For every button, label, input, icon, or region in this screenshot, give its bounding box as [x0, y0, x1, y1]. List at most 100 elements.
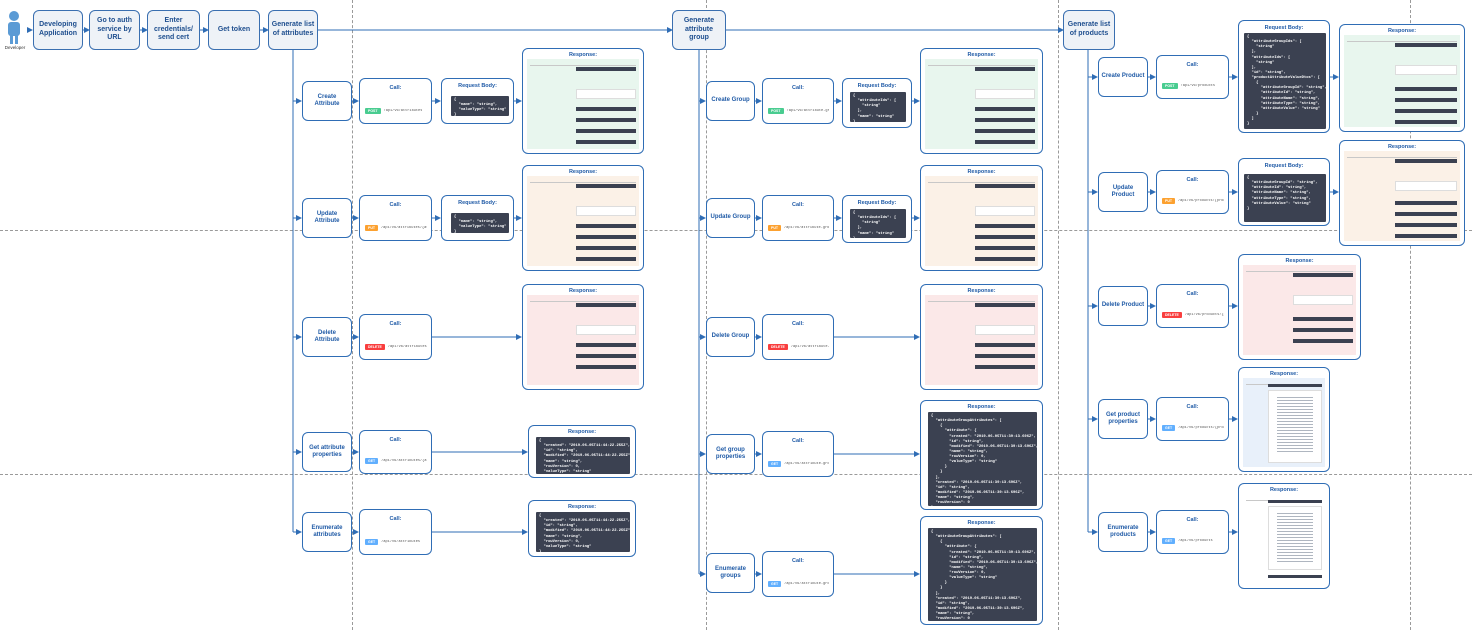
response-title: Response: [967, 52, 996, 58]
call-title: Call: [792, 321, 804, 327]
post-method-badge: POST [768, 107, 784, 114]
delete-group-call: Call: DELETE/api/v6/attribute-groups/{at… [762, 314, 834, 360]
delete-method-badge: DELETE [365, 343, 385, 350]
update-group-response: Response: [920, 165, 1043, 271]
response-example [576, 89, 636, 99]
create-attribute-call: Call: POST/api/v6/attributes [359, 78, 432, 124]
endpoint-path: /api/v6/products/{productId} [1178, 198, 1224, 203]
create-group-call: Call: POST/api/v6/attribute-groups [762, 78, 834, 124]
response-row [1267, 575, 1322, 578]
get-product-properties-step: Get product properties [1098, 399, 1148, 439]
request-body-code: { "name": "string", "valueType": "string… [451, 213, 509, 233]
response-row [576, 365, 636, 369]
create-product-call: Call: POST/api/v6/products [1156, 55, 1229, 99]
create-group-response: Response: [920, 48, 1043, 154]
response-row [576, 67, 636, 71]
get-method-badge: GET [365, 538, 379, 545]
enumerate-groups-response: Response: { "attributeGroupAttributes": … [920, 516, 1043, 625]
response-title: Response: [567, 429, 597, 435]
response-example [1292, 295, 1353, 305]
create-product-step: Create Product [1098, 57, 1148, 97]
endpoint-path: /api/v6/attributes/{attributeId} [381, 225, 427, 230]
enumerate-products-step: Enumerate products [1098, 512, 1148, 552]
create-attribute-response: Response: [522, 48, 644, 154]
response-example [1395, 181, 1457, 191]
call-title: Call: [1186, 291, 1199, 297]
call-title: Call: [389, 516, 402, 522]
response-example [974, 206, 1035, 216]
response-row [974, 140, 1035, 144]
put-method-badge: PUT [1162, 197, 1175, 204]
response-row [576, 235, 636, 239]
response-title: Response: [1269, 487, 1299, 493]
generate-products-step: Generate list of products [1063, 10, 1115, 50]
response-row [1395, 120, 1457, 124]
response-row [1395, 98, 1457, 102]
create-group-step: Create Group [706, 81, 755, 121]
response-table [925, 59, 1038, 149]
response-row [1292, 317, 1353, 321]
response-row [974, 184, 1035, 188]
response-row [974, 343, 1035, 347]
enumerate-groups-call: Call: GET/api/v6/attribute-groups [762, 551, 834, 597]
response-row [1395, 159, 1457, 163]
lane-divider [706, 0, 707, 630]
call-title: Call: [389, 321, 402, 327]
response-row [1395, 43, 1457, 47]
get-product-call: Call: GET/api/v6/products/{productId} [1156, 397, 1229, 441]
update-group-step: Update Group [706, 198, 755, 238]
schema-lines [1276, 397, 1313, 454]
response-title: Response: [967, 404, 996, 410]
table-header [1246, 267, 1353, 272]
response-title: Response: [967, 288, 996, 294]
response-example [576, 325, 636, 335]
delete-method-badge: DELETE [1162, 311, 1182, 318]
response-title: Response: [568, 288, 598, 294]
call-title: Call: [389, 85, 402, 91]
table-header [1347, 153, 1457, 158]
response-row [974, 118, 1035, 122]
response-row [974, 257, 1035, 261]
request-title: Request Body: [1264, 163, 1304, 169]
response-table [1344, 151, 1460, 241]
response-body-code: { "created": "2019-06-05T11:44:22.255Z",… [536, 437, 630, 474]
generate-attributes-step: Generate list of attributes [268, 10, 318, 50]
response-title: Response: [568, 52, 598, 58]
response-title: Response: [1387, 28, 1417, 34]
create-attribute-step: Create Attribute [302, 81, 352, 121]
enumerate-groups-step: Enumerate groups [706, 553, 755, 593]
response-row [974, 224, 1035, 228]
lane-divider [1410, 0, 1411, 630]
get-method-badge: GET [1162, 537, 1176, 544]
update-product-response: Response: [1339, 140, 1465, 246]
endpoint-path: /api/v6/attribute-groups [784, 581, 829, 586]
get-method-badge: GET [768, 460, 782, 467]
endpoint-path: /api/v6/products [1180, 83, 1216, 88]
endpoint-path: /api/v6/attribute-groups/{attributeGroup… [784, 225, 829, 230]
create-product-response: Response: [1339, 24, 1465, 132]
response-row [576, 343, 636, 347]
response-row [974, 67, 1035, 71]
delete-product-step: Delete Product [1098, 286, 1148, 326]
get-method-badge: GET [1162, 424, 1176, 431]
response-row [1395, 201, 1457, 205]
response-row [576, 140, 636, 144]
response-table [1243, 378, 1325, 467]
enter-credentials-step: Enter credentials/ send cert [147, 10, 200, 50]
enumerate-attributes-response: Response: { "created": "2019-06-05T11:44… [528, 500, 636, 557]
response-row [576, 107, 636, 111]
request-title: Request Body: [458, 83, 497, 89]
delete-group-response: Response: [920, 284, 1043, 390]
response-row [576, 129, 636, 133]
call-title: Call: [1186, 177, 1199, 183]
response-title: Response: [967, 169, 996, 175]
response-row [576, 354, 636, 358]
response-example [974, 325, 1035, 335]
response-body-code: { "created": "2019-06-05T11:44:22.255Z",… [536, 512, 630, 552]
response-title: Response: [1285, 258, 1314, 264]
request-body-code: { "attributeIds": [ "string" ], "name": … [850, 209, 906, 238]
response-row [974, 365, 1035, 369]
delete-product-response: Response: [1238, 254, 1361, 360]
call-title: Call: [792, 202, 804, 208]
